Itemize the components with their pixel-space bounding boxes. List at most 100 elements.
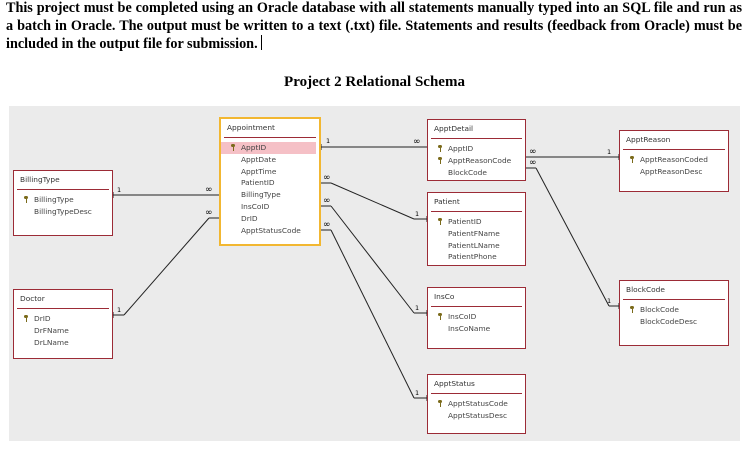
field-row[interactable]: ApptReasonCode [428,155,525,167]
cardinality-one: 1 [117,306,122,314]
field-row[interactable]: ApptReasonDesc [620,166,728,178]
table-title: Patient [431,193,522,212]
cardinality-one: 1 [415,210,420,218]
cardinality-one: 1 [607,297,612,305]
field-row[interactable]: DrLName [14,337,112,349]
field-row[interactable]: ApptStatusDesc [428,410,525,422]
field-name: ApptStatusDesc [448,410,508,420]
primary-key-icon [24,315,28,322]
table-title: ApptStatus [431,375,522,394]
field-name: ApptReasonCode [448,155,512,165]
field-row[interactable]: ApptTime [221,166,319,178]
field-row[interactable]: PatientLName [428,240,525,252]
field-name: DrFName [34,325,69,335]
field-name: BlockCode [448,167,487,177]
primary-key-icon [438,156,442,164]
field-row[interactable]: BlockCodeDesc [620,316,728,328]
field-row[interactable]: InsCoID [428,311,525,323]
cardinality-one: 1 [326,137,331,145]
cardinality-many: ∞ [323,173,331,183]
table-title: Doctor [17,290,109,309]
instructions-text: This project must be completed using an … [6,0,742,54]
table-appointment[interactable]: Appointment ApptID ApptDate ApptTime Pat… [219,117,321,246]
field-row[interactable]: BlockCode [428,167,525,179]
table-title: ApptDetail [431,120,522,139]
field-row[interactable]: DrFName [14,325,112,337]
field-row[interactable]: DrID [221,213,319,225]
field-row[interactable]: PatientFName [428,228,525,240]
table-title: BillingType [17,171,109,190]
field-row[interactable]: BlockCode [620,304,728,316]
table-apptdetail[interactable]: ApptDetail ApptID ApptReasonCode BlockCo… [427,119,526,181]
field-row[interactable]: InsCoName [428,323,525,335]
primary-key-icon [438,218,442,225]
relationships-diagram: 1 ∞ 1 ∞ 1 ∞ ∞ 1 ∞ 1 ∞ 1 ∞ 1 ∞ 1 Appointm… [9,106,740,441]
field-row[interactable]: ApptID [428,143,525,155]
cardinality-one: 1 [117,186,122,194]
cardinality-many: ∞ [323,196,331,206]
table-patient[interactable]: Patient PatientID PatientFName PatientLN… [427,192,526,266]
field-row[interactable]: ApptStatusCode [428,398,525,410]
field-name: BillingTypeDesc [34,206,92,216]
table-title: BlockCode [623,281,725,300]
cardinality-many: ∞ [529,147,537,157]
field-name: ApptStatusCode [448,399,508,408]
table-billingtype[interactable]: BillingType BillingType BillingTypeDesc [13,170,113,236]
field-row[interactable]: ApptDate [221,154,319,166]
field-name: BlockCode [640,305,679,314]
field-name: ApptStatusCode [241,225,301,235]
table-apptstatus[interactable]: ApptStatus ApptStatusCode ApptStatusDesc [427,374,526,434]
field-name: PatientID [241,178,275,188]
field-row[interactable]: BillingType [14,194,112,206]
field-row[interactable]: PatientPhone [428,251,525,263]
cardinality-many: ∞ [413,137,421,147]
field-name: InsCoID [241,201,270,211]
field-name: BillingType [34,195,74,204]
field-row[interactable]: PatientID [221,177,319,189]
primary-key-icon [24,196,28,203]
field-row[interactable]: ApptReasonCoded [620,154,728,166]
field-row[interactable]: ApptStatusCode [221,225,319,237]
field-name: ApptReasonCoded [640,155,708,164]
primary-key-icon [438,400,442,407]
cardinality-many: ∞ [205,185,213,195]
field-name: PatientFName [448,228,500,238]
field-name: PatientID [448,217,482,226]
field-row[interactable]: InsCoID [221,201,319,213]
table-doctor[interactable]: Doctor DrID DrFName DrLName [13,289,113,359]
field-name: DrLName [34,337,69,347]
field-name: DrID [241,213,258,223]
field-name: PatientPhone [448,252,497,262]
field-name: InsCoName [448,323,491,333]
field-name: BlockCodeDesc [640,316,698,326]
primary-key-icon [630,306,634,313]
cardinality-many: ∞ [529,158,537,168]
cardinality-many: ∞ [323,220,331,230]
field-name: BillingType [241,190,281,200]
field-row[interactable]: ApptID [221,142,316,154]
field-name: ApptDate [241,154,277,164]
field-row[interactable]: DrID [14,313,112,325]
field-name: ApptID [241,143,267,152]
relationship-lines [112,144,620,401]
field-name: ApptReasonDesc [640,166,703,176]
table-title: Appointment [224,119,316,138]
cardinality-many: ∞ [205,208,213,218]
field-row[interactable]: BillingType [221,189,319,201]
table-blockcode[interactable]: BlockCode BlockCode BlockCodeDesc [619,280,729,346]
field-row[interactable]: BillingTypeDesc [14,206,112,218]
cardinality-one: 1 [415,389,420,397]
field-row[interactable]: PatientID [428,216,525,228]
field-name: DrID [34,314,51,323]
field-name: ApptID [448,144,474,153]
field-name: InsCoID [448,312,477,321]
instructions-body: This project must be completed using an … [6,0,742,52]
cardinality-one: 1 [607,148,612,156]
table-apptreason[interactable]: ApptReason ApptReasonCoded ApptReasonDes… [619,130,729,192]
table-insco[interactable]: InsCo InsCoID InsCoName [427,287,526,349]
text-cursor [260,35,262,50]
table-title: ApptReason [623,131,725,150]
primary-key-icon [231,144,235,151]
primary-key-icon [630,156,634,163]
cardinality-one: 1 [415,304,420,312]
